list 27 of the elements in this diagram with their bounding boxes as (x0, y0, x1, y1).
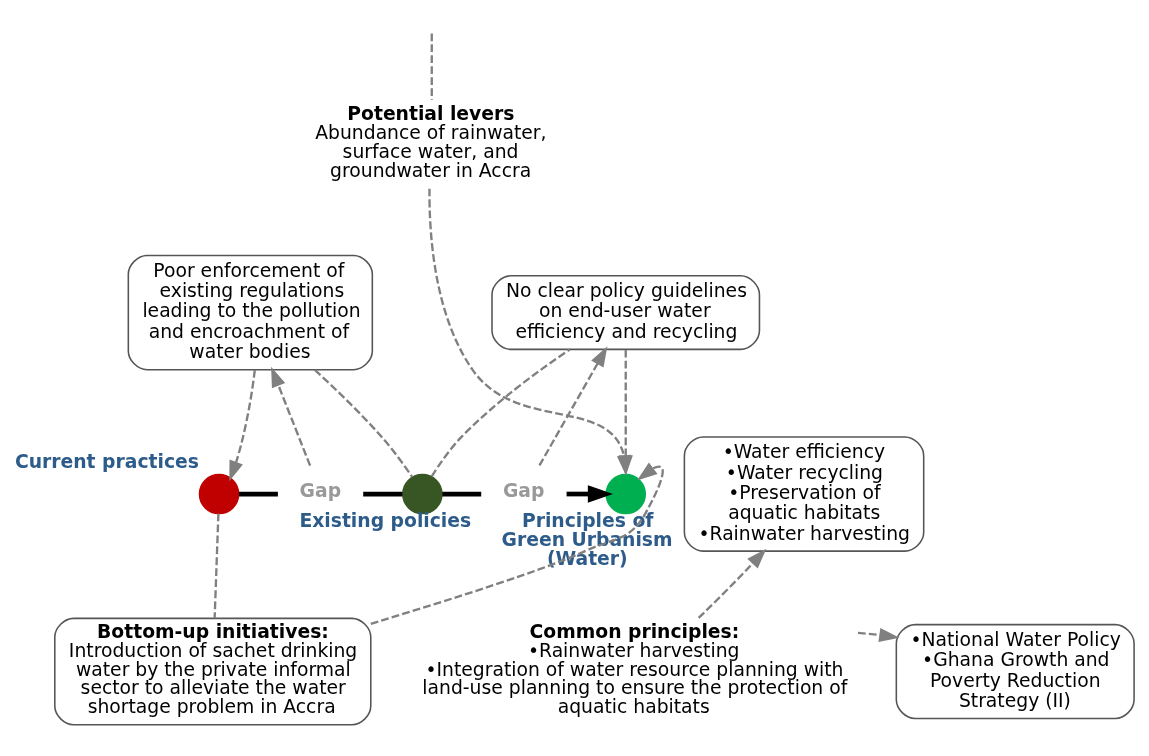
node-circle (402, 473, 443, 514)
arrow (370, 462, 664, 625)
node-text: Common principles: •Rainwater harvesting •Integration of water resource planning with land-use planning to ensure the protection of aquatic habitats (422, 620, 848, 717)
node-text: Potential levers Abundance of rainwater, surface water, and groundwater in Accra (315, 102, 547, 181)
arrow (697, 548, 767, 619)
node-label: Current practices (14, 450, 199, 472)
arrow (229, 369, 256, 481)
connector (238, 491, 278, 496)
arrow (538, 345, 608, 466)
arrow (857, 627, 900, 642)
node-box: •National Water Policy •Ghana Growth and Poverty Reduction Strategy (II) (895, 623, 1135, 719)
node-box: Poor enforcement of existing regulations leading to the pollution and encroachment of water bodies (127, 254, 374, 370)
connector (430, 348, 571, 477)
node-circle (605, 473, 647, 514)
node-circle (198, 473, 240, 514)
connector (363, 491, 403, 496)
node-text: Gap (502, 479, 545, 501)
arrow (271, 366, 312, 466)
node-text: Gap (299, 479, 342, 501)
connector (213, 513, 220, 618)
connector (442, 491, 482, 496)
node-label: Existing policies (299, 509, 472, 531)
node-box: Bottom-up initiatives: Introduction of sachet drinking water by the private informal sector to alleviate the water shortage problem in Accra (54, 617, 372, 725)
arrow (566, 484, 613, 503)
node-box: No clear policy guidelines on end-user water efficiency and recycling (491, 274, 761, 350)
connector (314, 368, 414, 477)
node-box: •Water efficiency •Water recycling •Preservation of aquatic habitats •Rainwater harvesting (683, 435, 925, 552)
